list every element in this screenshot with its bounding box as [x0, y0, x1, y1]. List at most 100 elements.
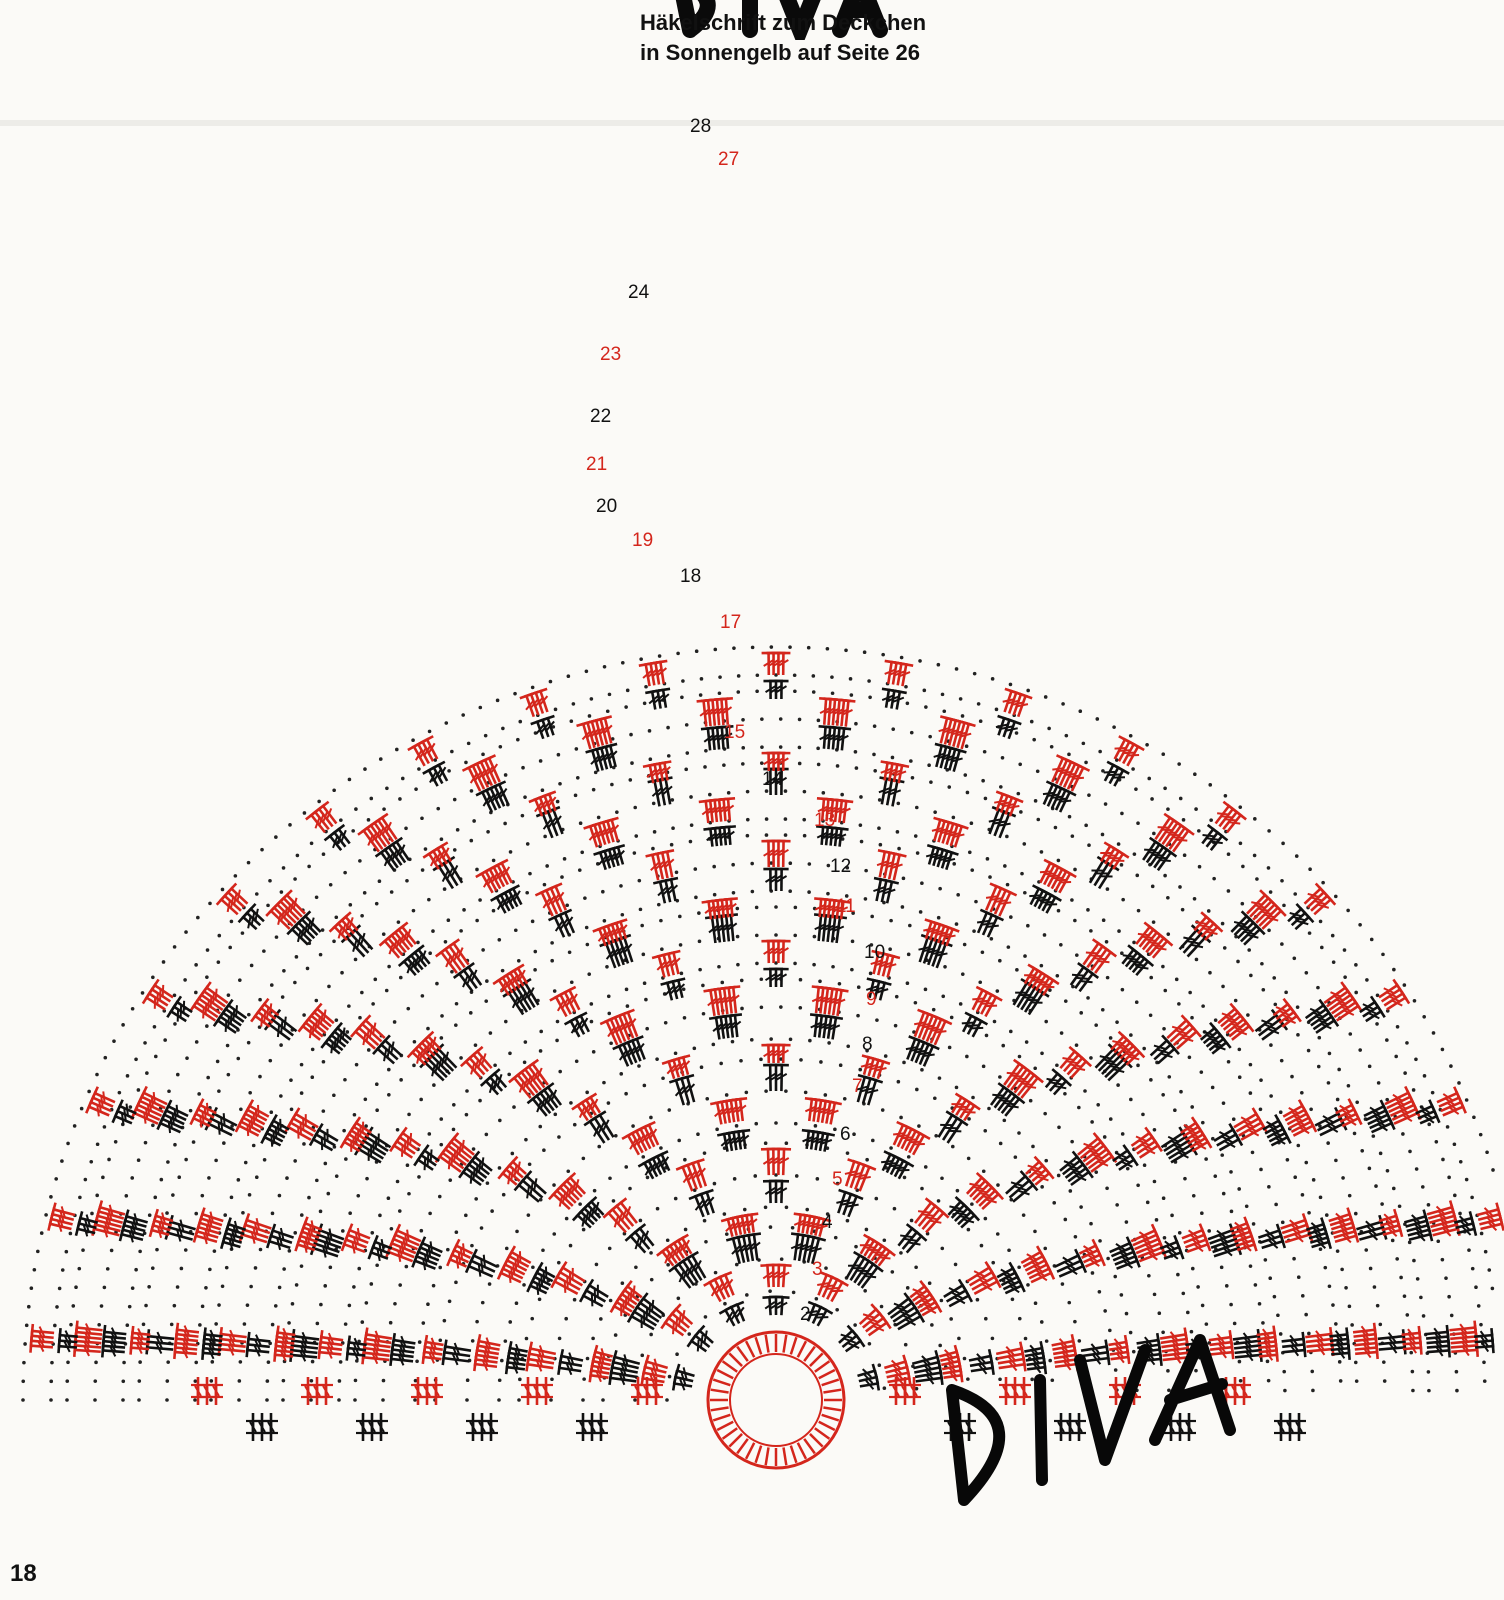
chain-dot — [807, 862, 812, 866]
chain-dot — [644, 997, 648, 1002]
stitch-symbol — [506, 1245, 532, 1265]
chain-dot — [802, 789, 807, 794]
chain-dot — [518, 1377, 522, 1382]
chain-dot — [273, 1304, 278, 1308]
chain-dot — [1166, 895, 1170, 900]
chain-dot — [983, 796, 988, 801]
chain-dot — [1151, 920, 1156, 924]
chain-dot — [1223, 793, 1228, 798]
chain-dot — [530, 919, 535, 924]
chain-dot — [637, 878, 642, 883]
chain-dot — [1124, 1311, 1129, 1316]
stitch-symbol — [1012, 1178, 1039, 1203]
stitch-symbol — [674, 1363, 695, 1379]
chain-dot — [226, 1072, 231, 1077]
chain-dot — [249, 963, 254, 968]
chain-dot — [779, 1057, 783, 1061]
chain-dot — [538, 759, 543, 763]
round-label: 28 — [690, 116, 711, 137]
chain-dot — [204, 1286, 208, 1290]
chain-dot — [711, 1042, 716, 1047]
chain-dot — [1162, 1027, 1166, 1031]
chain-dot — [417, 1340, 422, 1344]
chain-dot — [1039, 963, 1044, 968]
chain-dot — [419, 1097, 423, 1102]
chain-dot — [880, 1108, 885, 1112]
chain-dot — [196, 915, 200, 920]
chain-dot — [420, 816, 424, 821]
chain-dot — [1317, 1035, 1322, 1040]
chain-dot — [1307, 1331, 1311, 1336]
chain-dot — [990, 677, 995, 681]
chain-dot — [754, 905, 759, 910]
chain-dot — [134, 1057, 138, 1062]
chain-dot — [487, 1282, 492, 1286]
chain-dot — [266, 1360, 271, 1364]
chain-dot — [878, 842, 883, 847]
chain-dot — [745, 833, 750, 838]
chain-dot — [864, 868, 868, 873]
chain-dot — [360, 1320, 365, 1324]
stitch-symbol — [833, 987, 849, 1017]
center-ring-outer — [706, 1330, 846, 1470]
chain-dot — [572, 1122, 577, 1127]
chain-dot — [1365, 978, 1369, 982]
chain-dot — [1344, 1286, 1348, 1290]
stitch-symbol — [585, 1195, 605, 1216]
chain-dot — [962, 942, 967, 947]
chain-dot — [698, 967, 702, 972]
chain-dot — [551, 725, 556, 729]
stitch-symbol — [245, 902, 265, 923]
chain-dot — [366, 1048, 371, 1052]
chain-dot — [684, 723, 689, 727]
chain-dot — [478, 1098, 482, 1103]
chain-dot — [1444, 1276, 1448, 1280]
chain-dot — [1209, 818, 1213, 822]
chain-dot — [1355, 1100, 1359, 1105]
chain-dot — [153, 1054, 158, 1059]
chain-dot — [1244, 1204, 1249, 1209]
center-stitch — [716, 1420, 734, 1432]
chain-dot — [254, 892, 259, 896]
chain-dot — [644, 684, 648, 689]
chain-dot — [374, 1082, 379, 1087]
stitch-symbol — [469, 1248, 498, 1268]
stitch-symbol — [1118, 1153, 1139, 1171]
chain-dot — [722, 763, 726, 767]
chain-dot — [863, 897, 868, 901]
chain-dot — [788, 889, 792, 893]
chain-dot — [1097, 1289, 1102, 1294]
chain-dot — [736, 674, 741, 678]
chain-dot — [247, 1193, 252, 1197]
chain-dot — [681, 987, 686, 992]
chain-dot — [488, 1031, 493, 1035]
chain-dot — [556, 752, 561, 757]
chain-dot — [1213, 1018, 1218, 1022]
chain-dot — [531, 1265, 535, 1270]
chain-dot — [1142, 1163, 1147, 1167]
chain-dot — [1375, 1303, 1380, 1308]
chain-dot — [1194, 1368, 1198, 1373]
chain-dot — [280, 995, 285, 999]
chain-dot — [1367, 1064, 1372, 1069]
chain-dot — [589, 1019, 594, 1024]
chain-dot — [140, 991, 145, 995]
chain-dot — [299, 1091, 304, 1095]
chain-dot — [387, 1092, 391, 1097]
chain-dot — [294, 955, 299, 959]
chain-dot — [899, 1115, 903, 1120]
chain-dot — [1213, 1174, 1218, 1178]
chain-dot — [498, 744, 503, 749]
chain-dot — [587, 972, 592, 976]
chain-dot — [1454, 1369, 1459, 1374]
chain-dot — [949, 1317, 953, 1321]
chain-dot — [1017, 1054, 1022, 1059]
chain-dot — [378, 757, 383, 761]
chain-dot — [347, 1303, 352, 1308]
chain-dot — [465, 1089, 469, 1093]
chain-dot — [744, 1090, 749, 1095]
chain-dot — [1105, 887, 1110, 891]
chain-dot — [246, 1040, 251, 1045]
chain-dot — [723, 1301, 727, 1306]
chain-dot — [1267, 829, 1271, 833]
